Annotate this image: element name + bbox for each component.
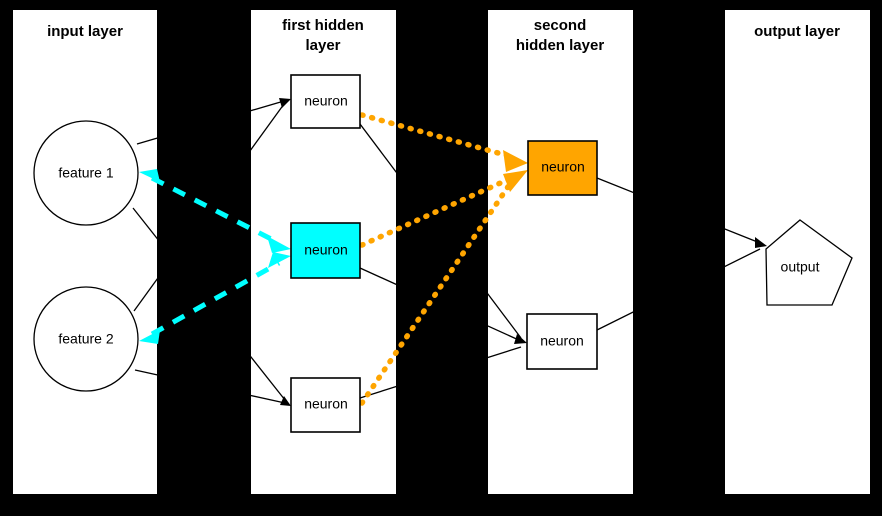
cyan-arrowhead-to-feature-2: [139, 330, 160, 344]
node-feature-1-label: feature 1: [58, 165, 113, 181]
node-output-label: output: [781, 259, 820, 275]
cyan-arrowhead-to-feature-1: [139, 169, 160, 182]
panel-input-layer: [13, 10, 157, 494]
cyan-arrowhead-to-neuron-upper: [267, 236, 291, 253]
edges-second-hidden-to-output: [596, 177, 767, 331]
edges-first-to-second-hidden: [359, 123, 527, 399]
node-h1-neuron-1-label: neuron: [304, 93, 348, 109]
orange-arrowhead-upper: [503, 150, 528, 172]
node-h1-neuron-3-label: neuron: [304, 396, 348, 412]
title-output-layer: output layer: [754, 23, 840, 40]
edges-cyan-highlight: [139, 169, 291, 344]
node-h1-neuron-2-label: neuron: [304, 242, 348, 258]
title-first-hidden-layer-line1: first hidden: [282, 17, 364, 34]
node-output[interactable]: output: [765, 219, 853, 306]
title-second-hidden-layer-line1: second: [534, 17, 587, 34]
node-h1-neuron-3[interactable]: neuron: [290, 377, 361, 433]
node-h2-neuron-2[interactable]: neuron: [526, 313, 598, 370]
node-feature-2-label: feature 2: [58, 331, 113, 347]
title-first-hidden-layer-line2: layer: [305, 37, 340, 54]
node-h2-neuron-1-label: neuron: [541, 159, 585, 175]
title-second-hidden-layer-line2: hidden layer: [516, 37, 605, 54]
node-h1-neuron-2-highlighted[interactable]: neuron: [290, 222, 361, 279]
node-feature-1[interactable]: feature 1: [33, 120, 139, 226]
panel-second-hidden-layer: [488, 10, 633, 494]
title-input-layer: input layer: [47, 23, 123, 40]
node-feature-2[interactable]: feature 2: [33, 286, 139, 392]
edges-orange-highlight: [359, 112, 528, 406]
node-h1-neuron-1[interactable]: neuron: [290, 74, 361, 129]
node-h2-neuron-2-label: neuron: [540, 333, 584, 349]
edges-input-to-first-hidden: [132, 98, 291, 406]
node-h2-neuron-1-highlighted[interactable]: neuron: [527, 140, 598, 196]
cyan-arrowhead-to-neuron-lower: [268, 252, 291, 268]
